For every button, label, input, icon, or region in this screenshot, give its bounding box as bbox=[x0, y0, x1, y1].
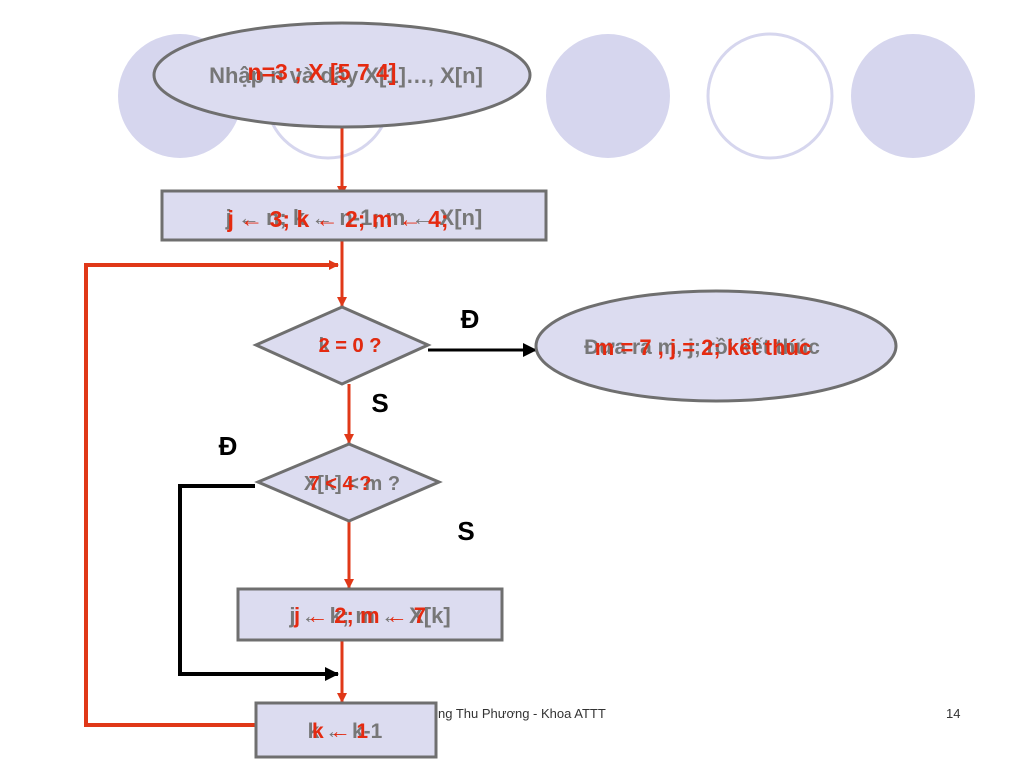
input-ellipse bbox=[152, 21, 532, 129]
decrement-node: k ← k-1 k ← 1 bbox=[254, 701, 438, 759]
output-ellipse bbox=[534, 289, 898, 403]
input-text: Nhập n và dãy X[1]…, X[n] bbox=[209, 63, 483, 88]
output-overlay: m = 7 , j = 2; kết thúc bbox=[595, 335, 811, 360]
update-node: j ← k; m ← X[k] j ← 2; m ← 7 bbox=[236, 587, 504, 642]
update-overlay: j ← 2; m ← 7 bbox=[293, 603, 426, 628]
label-cond2-yes: Đ bbox=[219, 431, 238, 461]
footer-author: ng Thu Phương - Khoa ATTT bbox=[438, 706, 606, 721]
output-text: Đưa ra m, j; rồi kết thúc bbox=[584, 336, 820, 359]
decrement-overlay: k ← 1 bbox=[312, 720, 368, 743]
deco-circle-5 bbox=[851, 34, 975, 158]
init-box bbox=[160, 189, 548, 242]
cond2-node: X[k] < m ? 7 < 4 ? bbox=[254, 442, 443, 523]
connectors bbox=[84, 128, 537, 727]
cond2-diamond bbox=[254, 442, 443, 523]
cond2-overlay: 7 < 4 ? bbox=[309, 473, 372, 495]
arrow-cond2-yes bbox=[178, 484, 339, 681]
update-text: j ← k; m ← X[k] bbox=[288, 603, 450, 628]
update-box bbox=[236, 587, 504, 642]
cond1-text: k = 0 ? bbox=[319, 335, 382, 357]
label-cond2-no: S bbox=[457, 516, 474, 546]
output-node: Đưa ra m, j; rồi kết thúc m = 7 , j = 2;… bbox=[534, 289, 898, 403]
input-overlay: n=3 ; X [5 7 4] bbox=[248, 59, 397, 85]
deco-circle-3 bbox=[546, 34, 670, 158]
init-node: j ← n; k ← n-1; m ← X[n] j ← 3; k ← 2; m… bbox=[160, 189, 548, 242]
cond2-text: X[k] < m ? bbox=[304, 473, 400, 495]
cond1-diamond bbox=[252, 305, 432, 386]
input-node: Nhập n và dãy X[1]…, X[n] n=3 ; X [5 7 4… bbox=[152, 21, 532, 129]
label-cond1-yes: Đ bbox=[461, 304, 480, 334]
init-text: j ← n; k ← n-1; m ← X[n] bbox=[225, 205, 483, 230]
cond1-overlay: 2 = 0 ? bbox=[319, 335, 382, 357]
arrow-loop-back bbox=[84, 260, 339, 727]
footer-page-number: 14 bbox=[946, 706, 961, 721]
decrement-text: k ← k-1 bbox=[308, 720, 383, 743]
cond1-node: k = 0 ? 2 = 0 ? bbox=[252, 305, 432, 386]
label-cond1-no: S bbox=[371, 388, 388, 418]
init-overlay: j ← 3; k ← 2; m ← 4; bbox=[226, 206, 448, 232]
decrement-box bbox=[254, 701, 438, 759]
deco-circle-4 bbox=[706, 32, 834, 160]
